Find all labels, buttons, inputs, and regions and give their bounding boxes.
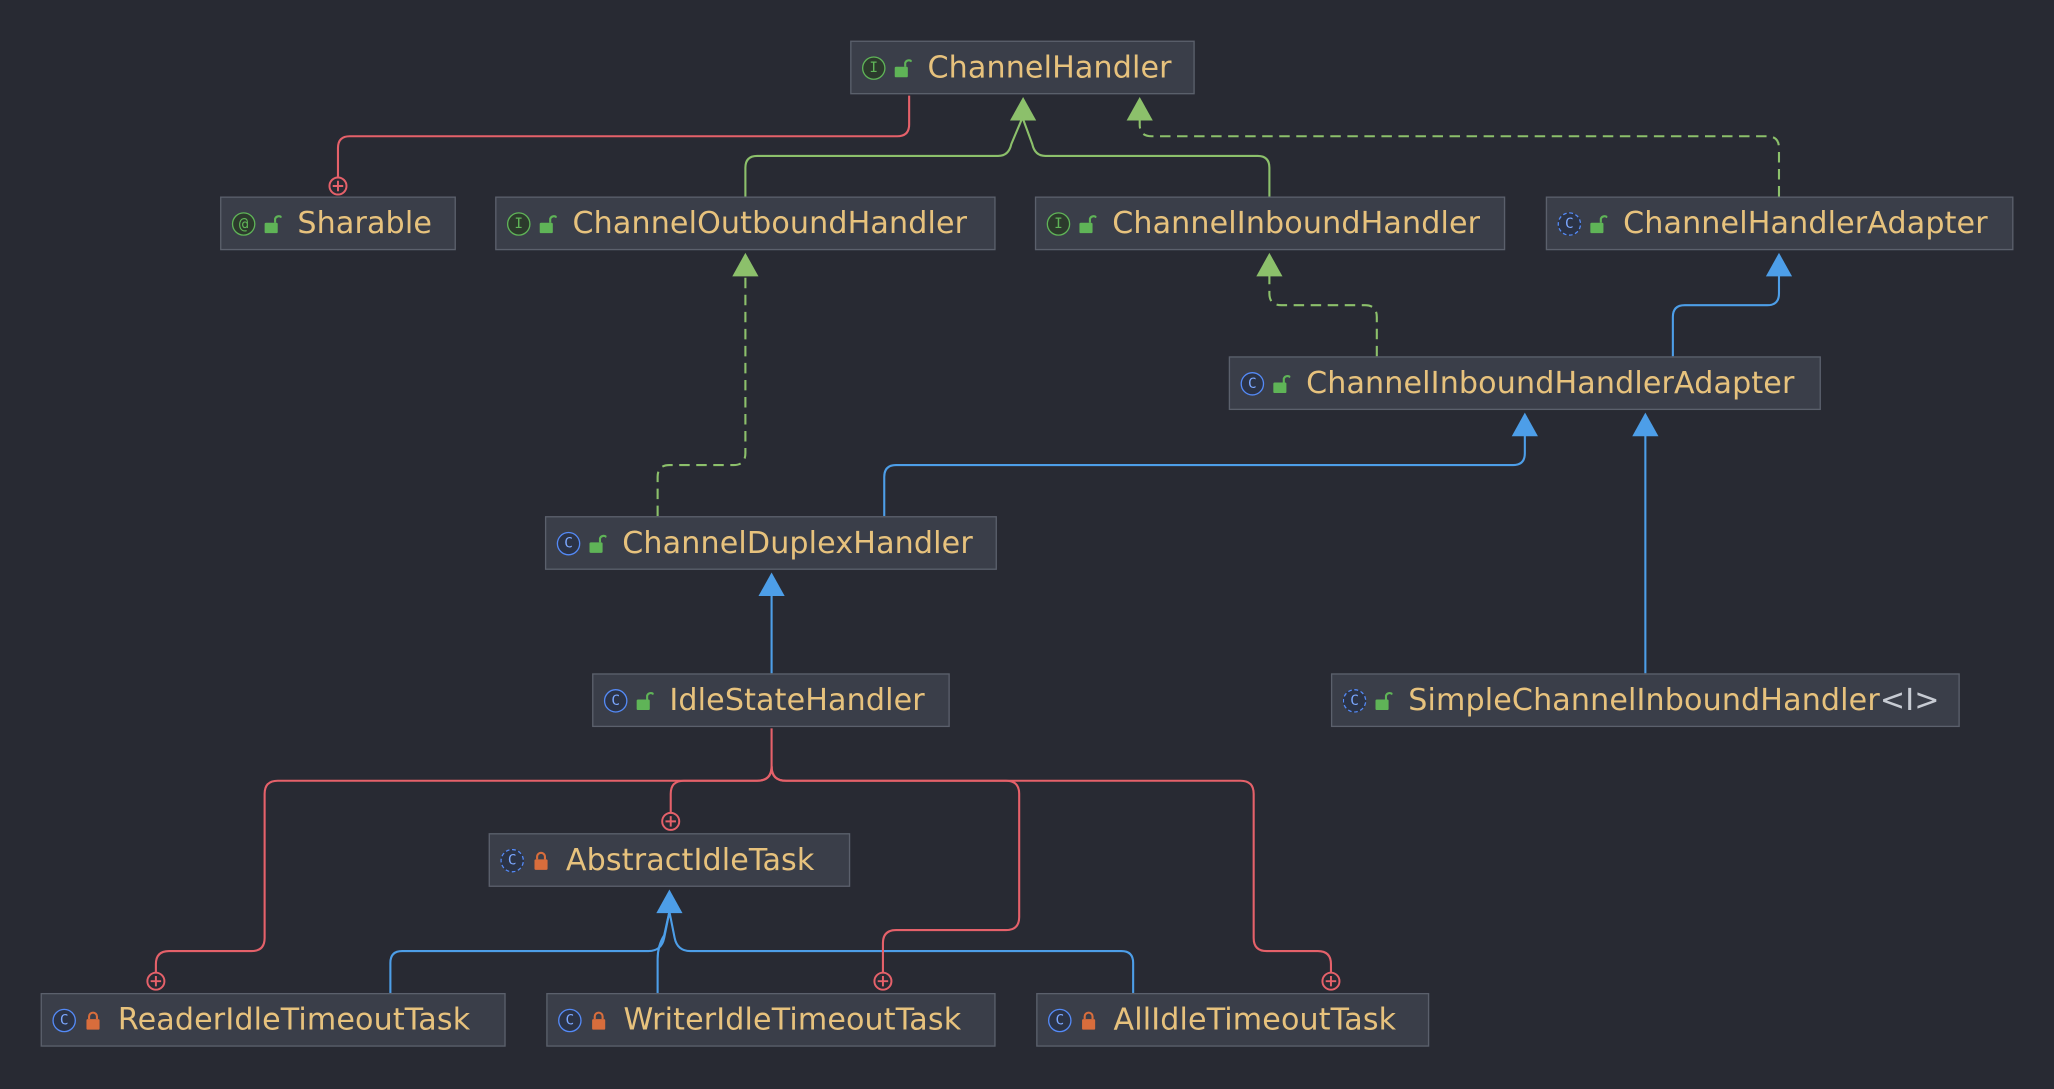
class-icon: C: [52, 1008, 76, 1032]
edge-adapter-to-channelhandler: [1138, 119, 1781, 197]
class-icon: C: [1240, 371, 1265, 395]
edge-inboundadapter-to-inbound: [1268, 275, 1378, 357]
interface-icon: I: [861, 55, 886, 80]
arrowhead-outbound: [732, 252, 759, 277]
public-lock-icon: [636, 691, 654, 710]
inner-class-marker-readertask: [146, 971, 166, 991]
inner-class-marker-sharable: [328, 176, 348, 196]
edge-inboundadapter-to-adapter: [1671, 275, 1781, 357]
node-label: ChannelHandler: [927, 50, 1172, 85]
node-writer-idle-timeout-task[interactable]: C WriterIdleTimeoutTask: [546, 992, 996, 1047]
node-simple-channel-inbound-handler[interactable]: C SimpleChannelInboundHandler<I>: [1330, 673, 1960, 728]
edge-duplex-to-outbound: [656, 275, 747, 517]
node-label: IdleStateHandler: [669, 683, 925, 718]
abstract-class-icon: C: [500, 848, 524, 872]
edge-reader-to-abstract: [389, 911, 671, 993]
generic-parameter: <I>: [1879, 683, 1940, 718]
private-lock-icon: [1082, 1010, 1096, 1030]
node-label: AbstractIdleTask: [565, 842, 815, 878]
node-abstract-idle-task[interactable]: C AbstractIdleTask: [488, 833, 851, 887]
inner-class-marker-writertask: [873, 971, 893, 991]
private-lock-icon: [86, 1010, 100, 1030]
inner-class-marker-alltask: [1321, 971, 1341, 991]
node-label: AllIdleTimeoutTask: [1113, 1002, 1397, 1037]
public-lock-icon: [589, 534, 607, 553]
node-label: WriterIdleTimeoutTask: [623, 1002, 962, 1037]
edge-all-to-abstract: [668, 911, 1135, 993]
edge-writer-to-abstract: [656, 911, 671, 993]
public-lock-icon: [539, 214, 557, 233]
node-channel-duplex-handler[interactable]: C ChannelDuplexHandler: [544, 516, 997, 570]
edge-duplex-to-inboundadapter: [883, 434, 1526, 517]
private-lock-icon: [534, 851, 548, 870]
node-label: ChannelHandlerAdapter: [1623, 206, 1988, 241]
abstract-class-icon: C: [1557, 211, 1582, 236]
private-lock-icon: [592, 1010, 606, 1030]
node-label: ChannelDuplexHandler: [622, 525, 973, 561]
node-channel-handler-adapter[interactable]: C ChannelHandlerAdapter: [1545, 196, 2014, 251]
interface-icon: I: [1046, 211, 1071, 236]
node-label: Sharable: [297, 206, 432, 241]
abstract-class-icon: C: [1342, 688, 1367, 712]
class-name: SimpleChannelInboundHandler: [1408, 683, 1880, 718]
arrowhead-inboundadapter-left: [1511, 412, 1538, 437]
arrowhead-duplex: [758, 572, 785, 597]
public-lock-icon: [894, 58, 912, 77]
arrowhead-channelhandler-left: [1010, 96, 1037, 121]
public-lock-icon: [1273, 374, 1291, 393]
node-channel-inbound-handler[interactable]: I ChannelInboundHandler: [1034, 196, 1506, 251]
class-icon: C: [1048, 1008, 1072, 1032]
arrowhead-inboundadapter-right: [1632, 412, 1659, 437]
edge-sharable-inner: [336, 95, 911, 177]
node-label: ChannelOutboundHandler: [572, 206, 968, 241]
arrowhead-channelhandler-right: [1126, 96, 1153, 121]
node-sharable[interactable]: @ Sharable: [220, 196, 456, 251]
edge-readertask-inner: [154, 766, 773, 973]
node-reader-idle-timeout-task[interactable]: C ReaderIdleTimeoutTask: [40, 992, 506, 1047]
public-lock-icon: [1590, 214, 1608, 233]
node-label: ChannelInboundHandler: [1112, 206, 1481, 241]
class-icon: C: [603, 688, 628, 712]
arrowhead-inbound: [1256, 252, 1283, 277]
node-channel-inbound-handler-adapter[interactable]: C ChannelInboundHandlerAdapter: [1228, 356, 1821, 411]
class-icon: C: [556, 531, 581, 555]
arrowhead-adapter: [1765, 252, 1793, 277]
public-lock-icon: [1375, 691, 1393, 710]
edge-inbound-to-channelhandler: [1022, 118, 1271, 197]
node-label: ChannelInboundHandlerAdapter: [1306, 366, 1795, 401]
node-label: ReaderIdleTimeoutTask: [117, 1002, 471, 1037]
interface-icon: I: [506, 211, 531, 236]
node-channel-handler[interactable]: I ChannelHandler: [850, 40, 1195, 95]
node-idle-state-handler[interactable]: C IdleStateHandler: [592, 673, 950, 728]
edge-abstracttask-inner: [669, 728, 773, 813]
node-label: SimpleChannelInboundHandler<I>: [1408, 683, 1939, 717]
public-lock-icon: [1079, 214, 1097, 233]
node-channel-outbound-handler[interactable]: I ChannelOutboundHandler: [495, 196, 996, 251]
class-icon: C: [558, 1008, 582, 1032]
annotation-icon: @: [231, 211, 256, 236]
inner-class-marker-abstractidletask: [661, 811, 681, 831]
arrowhead-abstractidletask: [656, 889, 683, 914]
edge-outbound-to-channelhandler: [744, 118, 1023, 197]
edge-alltask-inner: [770, 766, 1333, 973]
node-all-idle-timeout-task[interactable]: C AllIdleTimeoutTask: [1036, 992, 1430, 1047]
public-lock-icon: [264, 214, 282, 233]
